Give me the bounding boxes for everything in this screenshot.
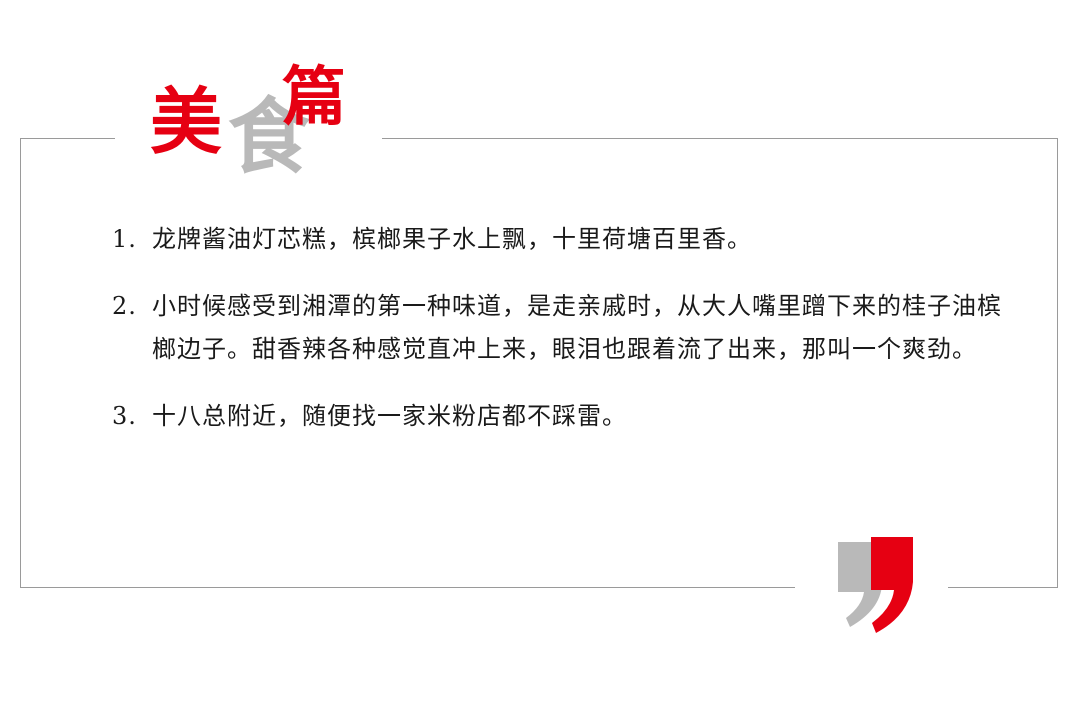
item-text: 十八总附近，随便找一家米粉店都不踩雷。 [152, 402, 627, 430]
item-number: 2. [112, 292, 137, 320]
title-char-shi: 食 [228, 89, 311, 185]
title-char-pian: 篇 [282, 60, 346, 135]
content-frame [20, 138, 1058, 588]
item-number: 3. [112, 402, 137, 430]
title-char-mei: 美 [150, 79, 223, 164]
frame-gap-top [115, 130, 382, 146]
item-text: 小时候感受到湘潭的第一种味道，是走亲戚时，从大人嘴里蹭下来的桂子油槟榔边子。甜香… [152, 292, 1002, 363]
food-list: 1. 龙牌酱油灯芯糕，槟榔果子水上飘，十里荷塘百里香。 2. 小时候感受到湘潭的第一… [112, 218, 1012, 462]
item-number: 1. [112, 225, 137, 253]
list-item: 1. 龙牌酱油灯芯糕，槟榔果子水上飘，十里荷塘百里香。 [112, 218, 1012, 261]
list-item: 3. 十八总附近，随便找一家米粉店都不踩雷。 [112, 395, 1012, 438]
list-item: 2. 小时候感受到湘潭的第一种味道，是走亲戚时，从大人嘴里蹭下来的桂子油槟榔边子。… [112, 285, 1012, 371]
closing-quote-icon [838, 537, 913, 633]
item-text: 龙牌酱油灯芯糕，槟榔果子水上飘，十里荷塘百里香。 [152, 225, 752, 253]
